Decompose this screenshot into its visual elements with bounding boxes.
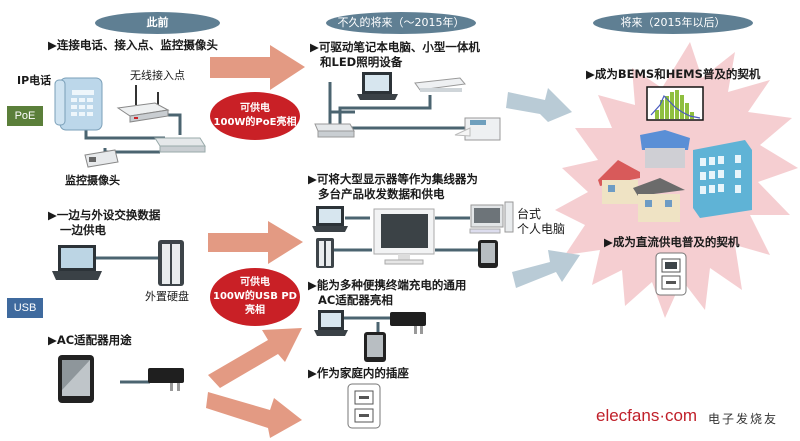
led-light-icon	[414, 77, 466, 92]
future-bems-bullet: ▶成为BEMS和HEMS普及的契机	[586, 67, 761, 81]
near-hub-bullet-line2: 多台产品收发数据和供电	[318, 187, 445, 201]
adapter-laptop-icon	[314, 310, 348, 336]
elecfans-logo: elecfans·com	[596, 406, 698, 425]
elecfans-cn-text: 电子发烧友	[708, 412, 779, 426]
universal-adapter-icon	[390, 312, 426, 334]
header-near-future: 不久的将来（～2015年）	[326, 12, 476, 34]
usb-oval-line3: 亮相	[245, 305, 265, 316]
near-adapter-bullet-line1: ▶能为多种便携终端充电的通用	[308, 278, 467, 292]
near-poe-bullet-line2: 和LED照明设备	[320, 55, 403, 69]
header-past: 此前	[95, 12, 220, 34]
arrow-to-dc	[512, 250, 580, 288]
near-switch-icon	[314, 123, 355, 138]
printer-icon	[454, 117, 501, 141]
future-dc-bullet: ▶成为直流供电普及的契机	[604, 235, 740, 249]
dc-outlet-icon	[655, 252, 687, 296]
past-usb-bullet-line1: ▶一边与外设交换数据	[48, 208, 161, 222]
future-starburst	[555, 42, 798, 318]
poe-tag: PoE	[7, 106, 43, 126]
past-ac-bullet: ▶AC适配器用途	[48, 333, 132, 347]
arrow-outlet	[206, 392, 302, 438]
desktop-label-line2: 个人电脑	[517, 222, 566, 236]
house-icon-left	[598, 160, 640, 204]
near-adapter-bullet-line2: AC适配器亮相	[318, 293, 393, 307]
past-poe-bullet: ▶连接电话、接入点、监控摄像头	[48, 38, 218, 52]
home-outlet-icon	[347, 383, 381, 429]
arrow-adapter	[208, 328, 302, 388]
near-outlet-bullet: ▶作为家庭内的插座	[308, 366, 409, 380]
salmon-arrows	[206, 45, 305, 438]
security-camera-icon	[84, 149, 119, 168]
blue-arrows	[506, 88, 580, 288]
hub-laptop-icon	[312, 206, 348, 232]
ac-adapter-icon	[148, 368, 184, 391]
office-building-icon	[693, 140, 752, 218]
access-point-icon	[116, 85, 170, 123]
hdd-label: 外置硬盘	[145, 290, 189, 303]
near-poe-bullet-line1: ▶可驱动笔记本电脑、小型一体机	[310, 40, 480, 54]
switch-icon	[154, 137, 206, 147]
access-point-label: 无线接入点	[130, 69, 185, 82]
header-future: 将来（2015年以后）	[593, 12, 753, 34]
house-icon-front	[633, 178, 685, 222]
poe-oval-line1: 可供电	[240, 103, 270, 114]
house-icon-back	[640, 130, 690, 168]
hub-hdd-icon	[316, 238, 334, 268]
poe-oval-line2: 100W的PoE亮相	[213, 117, 297, 128]
cables	[84, 82, 478, 384]
usb-pd-100w-oval: 可供电 100W的USB PD 亮相	[210, 268, 300, 326]
poe-100w-oval: 可供电 100W的PoE亮相	[210, 92, 300, 140]
camera-label: 监控摄像头	[65, 174, 120, 187]
monitor-icon	[373, 208, 435, 265]
external-hdd-icon	[158, 240, 184, 286]
past-usb-bullet-line2: 一边供电	[60, 223, 106, 237]
ip-phone-label: IP电话	[17, 74, 52, 87]
arrow-to-bems	[506, 88, 572, 122]
usb-tag: USB	[7, 298, 43, 318]
energy-chart-icon	[646, 86, 704, 121]
ip-phone-icon	[54, 77, 103, 131]
tablet-icon	[58, 355, 94, 403]
desktop-label-line1: 台式	[517, 207, 542, 221]
desktop-pc-icon	[469, 201, 514, 234]
near-hub-bullet-line1: ▶可将大型显示器等作为集线器为	[308, 172, 478, 186]
near-laptop-icon	[357, 72, 398, 100]
adapter-tablet-icon	[364, 332, 386, 362]
arrow-poe	[210, 45, 305, 90]
hub-tablet-icon	[478, 240, 498, 268]
usb-oval-line1: 可供电	[240, 277, 270, 288]
arrow-usb	[208, 221, 303, 264]
laptop-icon	[52, 245, 102, 280]
usb-oval-line2: 100W的USB PD	[213, 291, 297, 302]
